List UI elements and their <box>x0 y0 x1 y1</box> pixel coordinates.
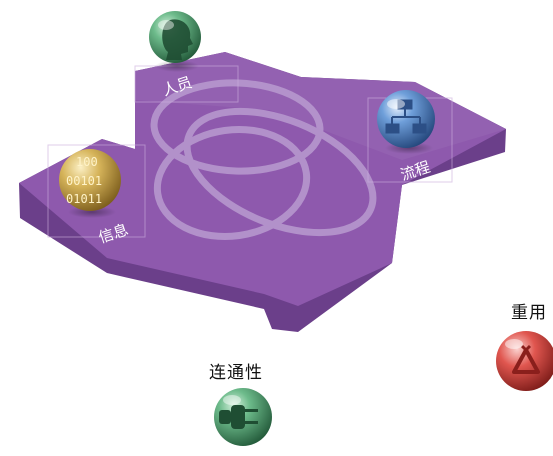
binary-line-1: 100 <box>76 155 98 169</box>
ring-left <box>153 125 311 241</box>
ring-right <box>183 107 377 237</box>
process-sphere <box>377 90 435 154</box>
interlocking-rings <box>150 79 377 241</box>
binary-line-2: 00101 <box>66 174 102 188</box>
label-connectivity: 连通性 <box>209 363 263 383</box>
connectivity-sphere <box>214 388 272 446</box>
people-sphere <box>149 11 201 72</box>
plug-icon <box>219 405 258 429</box>
label-reuse: 重用 <box>511 303 547 323</box>
binary-line-3: 01011 <box>66 192 102 206</box>
person-head-icon <box>162 19 193 60</box>
information-sphere: 100 00101 01011 <box>59 149 121 218</box>
binary-digits: 100 00101 01011 <box>66 155 102 206</box>
recycle-icon <box>512 344 540 374</box>
reuse-sphere <box>496 331 553 391</box>
board-frames <box>47 65 453 238</box>
